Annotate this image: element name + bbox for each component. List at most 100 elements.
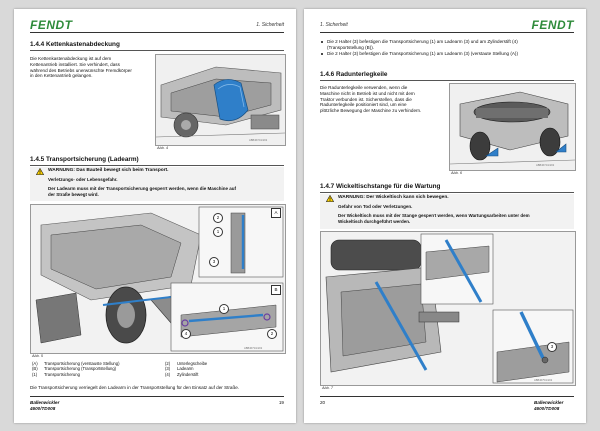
warning-heading: WARNUNG: Das Bauteil bewegt sich beim Tr… [48, 168, 169, 173]
warning-heading: WARNUNG: Der Wickeltisch kann sich beweg… [338, 195, 449, 200]
section-146-text: Die Radunterlegkeile verwenden, wenn die… [320, 85, 438, 114]
callout-4: 4 [181, 329, 191, 339]
figure-legend: (A) Transportsicherung (verstauste Stellu… [32, 361, 282, 381]
page-footer: Ballenwickler 4600/TD008 19 [30, 396, 284, 413]
legend-num: (2) [165, 361, 171, 366]
footer-title-line: 4600/TD008 [534, 405, 560, 411]
footer-title-line: 4600/TD008 [30, 405, 56, 411]
legend-text: Zylinderstift [177, 371, 199, 377]
warning-text-line: der Straße bewegt wird. [48, 192, 99, 197]
header-section-label: 1. Sicherheit [256, 22, 284, 28]
legend-text: Unterlegscheibe [177, 361, 208, 366]
figure-code: ABB4673/1/202 [244, 347, 263, 350]
legend-text: Transportsicherung (Transportstellung) [44, 366, 117, 372]
callout-2: 2 [213, 213, 223, 223]
footer-title: Ballenwickler 4600/TD008 [30, 400, 59, 411]
section-divider [320, 80, 574, 81]
figure-transport-lock: 2 A 1 3 B 4 1 2 [30, 204, 286, 354]
footer-title-line: Ballenwickler [30, 400, 60, 405]
legend-num: (1) [32, 371, 38, 377]
callout-a: A [271, 208, 281, 218]
wheel-chocks-illustration [450, 84, 575, 170]
page-header: 1. Sicherheit FENDT [320, 18, 574, 33]
callout-2b: 2 [267, 329, 277, 339]
page-header: FENDT 1. Sicherheit [30, 18, 284, 33]
section-title-144: 1.4.4 Kettenkastenabdeckung [30, 41, 120, 48]
legend-text: Ladearm [177, 366, 194, 372]
legend-num: (3) [165, 366, 171, 372]
legend-row: (3) Ladearm [165, 366, 207, 371]
header-section-label: 1. Sicherheit [320, 22, 348, 28]
figure-wrapping-table-bar: 3 [320, 231, 576, 386]
legend-column-right: (2) Unterlegscheibe (3) Ladearm (4) Zylinde… [165, 361, 207, 377]
list-item-line: Die 2 Halter (3) befestigen die Transpor… [327, 50, 518, 56]
left-page: FENDT 1. Sicherheit 1.4.4 Kettenkastenab… [14, 9, 296, 423]
text-line: Traktor verbunden ist. Sicherstellen, da… [320, 96, 412, 102]
figure-caption: Abb. 6 [451, 171, 462, 175]
text-line: plötzliche Bewegung der Maschine zu verh… [320, 108, 422, 114]
legend-text: Transportsicherung (verstauste Stellung) [44, 361, 120, 366]
callout-3: 3 [209, 257, 219, 267]
legend-num: (4) [165, 371, 171, 377]
text-line: in den Kettenantrieb gelangen. [30, 73, 93, 79]
legend-text: Transportsicherung [44, 371, 80, 377]
list-item-line: Die 2 Halter (3) befestigen die Transpor… [327, 39, 518, 44]
legend-num: (A) [32, 361, 38, 366]
legend-row: (1) Transportsicherung [32, 372, 120, 377]
page-number: 19 [278, 400, 284, 405]
section-145-closing-text: Die Transportsicherung verriegelt den La… [30, 385, 240, 390]
section-title-145: 1.4.5 Transportsicherung (Ladearm) [30, 156, 139, 163]
figure-chain-cover [155, 54, 286, 146]
warning-text-line: Der Wickeltisch muss mit der Stange gesp… [338, 213, 530, 218]
legend-column-left: (A) Transportsicherung (verstauste Stellu… [32, 361, 120, 377]
legend-row: (B) Transportsicherung (Transportstellung… [32, 366, 120, 371]
figure-code: ABB4675/1/202 [534, 379, 553, 382]
page-number: 20 [320, 400, 326, 405]
page-footer: 20 Ballenwickler 4600/TD008 [320, 396, 574, 413]
text-line: während des Betriebs unerwünschte Fremdk… [30, 67, 132, 73]
callout-b: B [271, 285, 281, 295]
warning-subheading: Verletzungs- oder Lebensgefahr. [48, 177, 118, 182]
fendt-logo: FENDT [531, 18, 574, 32]
warning-text-line: Der Ladearm muss mit der Transportsicher… [48, 186, 237, 191]
list-item: Die 2 Halter (3) befestigen die Transpor… [320, 39, 576, 51]
section-divider [30, 50, 284, 51]
figure-wheel-chocks [449, 83, 576, 171]
warning-box: WARNUNG: Der Wickeltisch kann sich beweg… [320, 194, 574, 229]
section-title-147: 1.4.7 Wickeltischstange für die Wartung [320, 183, 441, 190]
legend-row: (4) Zylinderstift [165, 372, 207, 377]
figure-code: ABB4672/1/202 [249, 139, 268, 142]
warning-icon [326, 195, 334, 202]
text-line: Radunterlegkeile positioniert sind, um e… [320, 102, 407, 108]
callout-1b: 1 [219, 304, 229, 314]
figure-code: ABB4674/1/202 [536, 164, 555, 167]
section-divider [320, 192, 574, 193]
transport-lock-illustration [31, 205, 285, 353]
figure-caption: Abb. 7 [322, 386, 333, 390]
text-line: Maschine nicht in Betrieb ist und nicht … [320, 90, 415, 96]
legend-row: (A) Transportsicherung (verstauste Stellu… [32, 361, 120, 366]
callout-1: 1 [213, 227, 223, 237]
chain-cover-illustration [156, 55, 285, 145]
fendt-logo: FENDT [30, 18, 73, 32]
warning-icon [36, 168, 44, 175]
section-divider [30, 165, 284, 166]
callout-3: 3 [547, 342, 557, 352]
footer-title-line: Ballenwickler [534, 400, 564, 405]
list-item: Die 2 Halter (3) befestigen die Transpor… [320, 51, 576, 57]
list-item-line: (Transportstellung (B)). [327, 44, 375, 50]
figure-caption: Abb. 4 [157, 146, 168, 150]
legend-num: (B) [32, 366, 38, 372]
footer-title: Ballenwickler 4600/TD008 [534, 400, 574, 411]
wrapping-table-bar-illustration [321, 232, 575, 385]
bullet-list: Die 2 Halter (3) befestigen die Transpor… [320, 39, 576, 56]
figure-caption: Abb. 5 [32, 354, 43, 358]
text-line: Die Kettenkastenabdeckung ist auf dem [30, 56, 112, 61]
text-line: Die Radunterlegkeile verwenden, wenn die [320, 85, 408, 90]
text-line: Kettenantrieb installiert. Sie verhinder… [30, 61, 120, 67]
warning-text-line: Wickeltisch durchgeführt werden. [338, 219, 411, 224]
warning-box: WARNUNG: Das Bauteil bewegt sich beim Tr… [30, 167, 284, 201]
section-title-146: 1.4.6 Radunterlegkeile [320, 71, 388, 78]
legend-row: (2) Unterlegscheibe [165, 361, 207, 366]
warning-subheading: Gefahr von Tod oder Verletzungen. [338, 204, 413, 209]
